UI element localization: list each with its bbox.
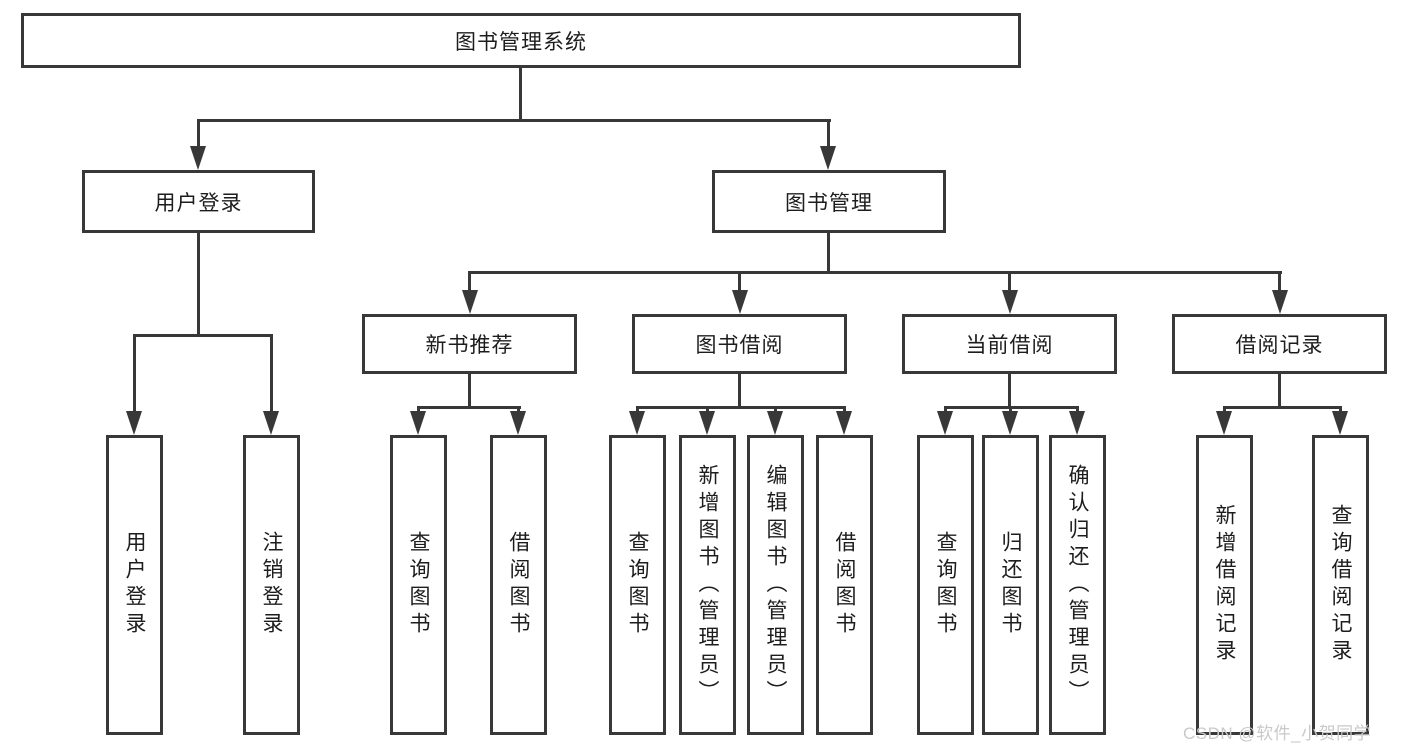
node-root-label: 图书管理系统 (455, 30, 587, 54)
arrow-to-borrow-books (510, 411, 526, 435)
connector-borrow-records-drop (1278, 374, 1281, 407)
leaf-edit-books-admin: 编辑图书（管理员） (747, 435, 804, 735)
connector-stub (1223, 406, 1226, 414)
arrow-to-book-borrow (732, 290, 748, 314)
connector-recommend-split (417, 406, 521, 409)
node-current-borrow-label: 当前借阅 (965, 334, 1054, 357)
leaf-return-books: 归还图书 (982, 435, 1039, 735)
connector-root-drop (519, 68, 522, 119)
leaf-borrow-books-2: 借阅图书 (816, 435, 873, 735)
connector-book-mgmt-split (468, 271, 1282, 274)
arrow-to-confirm-return (1069, 411, 1085, 435)
node-user-login-label: 用户登录 (154, 191, 243, 215)
leaf-user-login: 用户登录 (106, 435, 163, 735)
arrow-to-query-books (410, 411, 426, 435)
leaf-borrow-books: 借阅图书 (490, 435, 547, 735)
arrow-to-query-borrow-record (1332, 411, 1348, 435)
leaf-add-borrow-record: 新增借阅记录 (1196, 435, 1253, 735)
leaf-user-login-label: 用户登录 (123, 531, 146, 639)
connector-to-user-login (197, 119, 200, 146)
arrow-to-add-books (699, 411, 715, 435)
node-book-management-label: 图书管理 (785, 191, 873, 215)
leaf-query-books-label: 查询图书 (407, 531, 430, 639)
arrow-to-book-management (820, 146, 836, 170)
connector-stub (1076, 406, 1079, 414)
arrow-to-query-books-3 (937, 411, 953, 435)
connector-book-borrow-split (636, 406, 846, 409)
leaf-edit-books-admin-label: 编辑图书（管理员） (764, 463, 787, 707)
arrow-to-new-book-recommend (462, 290, 478, 314)
leaf-add-borrow-record-label: 新增借阅记录 (1213, 504, 1236, 666)
connector-to-leaf-user-login (133, 334, 136, 411)
leaf-confirm-return-admin: 确认归还（管理员） (1049, 435, 1106, 735)
arrow-to-current-borrow (1002, 290, 1018, 314)
connector-to-new-book-recommend (468, 271, 471, 290)
connector-to-book-borrow (738, 271, 741, 290)
leaf-add-books-admin: 新增图书（管理员） (679, 435, 736, 735)
connector-stub (706, 406, 709, 414)
leaf-confirm-return-admin-label: 确认归还（管理员） (1066, 463, 1089, 707)
leaf-logout-login: 注销登录 (243, 435, 300, 735)
arrow-to-borrow-records (1272, 290, 1288, 314)
leaf-query-borrow-record-label: 查询借阅记录 (1329, 504, 1352, 666)
leaf-borrow-books-2-label: 借阅图书 (833, 531, 856, 639)
connector-user-login-split (133, 334, 273, 337)
connector-to-current-borrow (1008, 271, 1011, 290)
leaf-query-books-3-label: 查询图书 (934, 531, 957, 639)
csdn-watermark: CSDN @软件_小贺同学 (1183, 724, 1372, 743)
leaf-return-books-label: 归还图书 (999, 531, 1022, 639)
connector-recommend-drop (468, 374, 471, 407)
connector-to-leaf-logout (270, 334, 273, 411)
node-book-borrow: 图书借阅 (632, 314, 847, 374)
connector-stub (636, 406, 639, 414)
leaf-logout-login-label: 注销登录 (260, 531, 283, 639)
arrow-to-add-borrow-record (1216, 411, 1232, 435)
leaf-query-books-3: 查询图书 (917, 435, 974, 735)
node-book-management: 图书管理 (712, 170, 946, 233)
connector-stub (1009, 406, 1012, 414)
node-user-login: 用户登录 (82, 170, 315, 233)
arrow-to-return-books (1002, 411, 1018, 435)
arrow-to-borrow-books-2 (836, 411, 852, 435)
leaf-query-books-2-label: 查询图书 (626, 531, 649, 639)
connector-stub (774, 406, 777, 414)
leaf-query-borrow-record: 查询借阅记录 (1312, 435, 1369, 735)
connector-borrow-records-split (1223, 406, 1342, 409)
node-book-borrow-label: 图书借阅 (695, 334, 784, 357)
connector-current-borrow-drop (1008, 374, 1011, 407)
connector-stub (1339, 406, 1342, 414)
leaf-borrow-books-label: 借阅图书 (507, 531, 530, 639)
connector-stub (843, 406, 846, 414)
connector-book-borrow-drop (738, 374, 741, 407)
arrow-to-query-books-2 (629, 411, 645, 435)
node-root: 图书管理系统 (21, 13, 1021, 68)
connector-to-borrow-records (1278, 271, 1281, 290)
arrow-to-user-login (190, 146, 206, 170)
arrow-to-edit-books (767, 411, 783, 435)
node-new-book-recommend: 新书推荐 (362, 314, 577, 374)
node-borrow-records: 借阅记录 (1172, 314, 1387, 374)
connector-stub (417, 406, 420, 414)
node-borrow-records-label: 借阅记录 (1235, 334, 1324, 357)
connector-book-mgmt-drop (827, 233, 830, 272)
node-new-book-recommend-label: 新书推荐 (425, 334, 514, 357)
connector-stub (944, 406, 947, 414)
connector-user-login-drop (197, 233, 200, 334)
arrow-to-leaf-user-login (126, 411, 142, 435)
leaf-query-books: 查询图书 (390, 435, 447, 735)
arrow-to-leaf-logout (263, 411, 279, 435)
leaf-query-books-2: 查询图书 (609, 435, 666, 735)
connector-root-split (197, 119, 831, 122)
leaf-add-books-admin-label: 新增图书（管理员） (696, 463, 719, 707)
node-current-borrow: 当前借阅 (902, 314, 1117, 374)
connector-to-book-management (827, 119, 830, 146)
connector-stub (517, 406, 520, 414)
